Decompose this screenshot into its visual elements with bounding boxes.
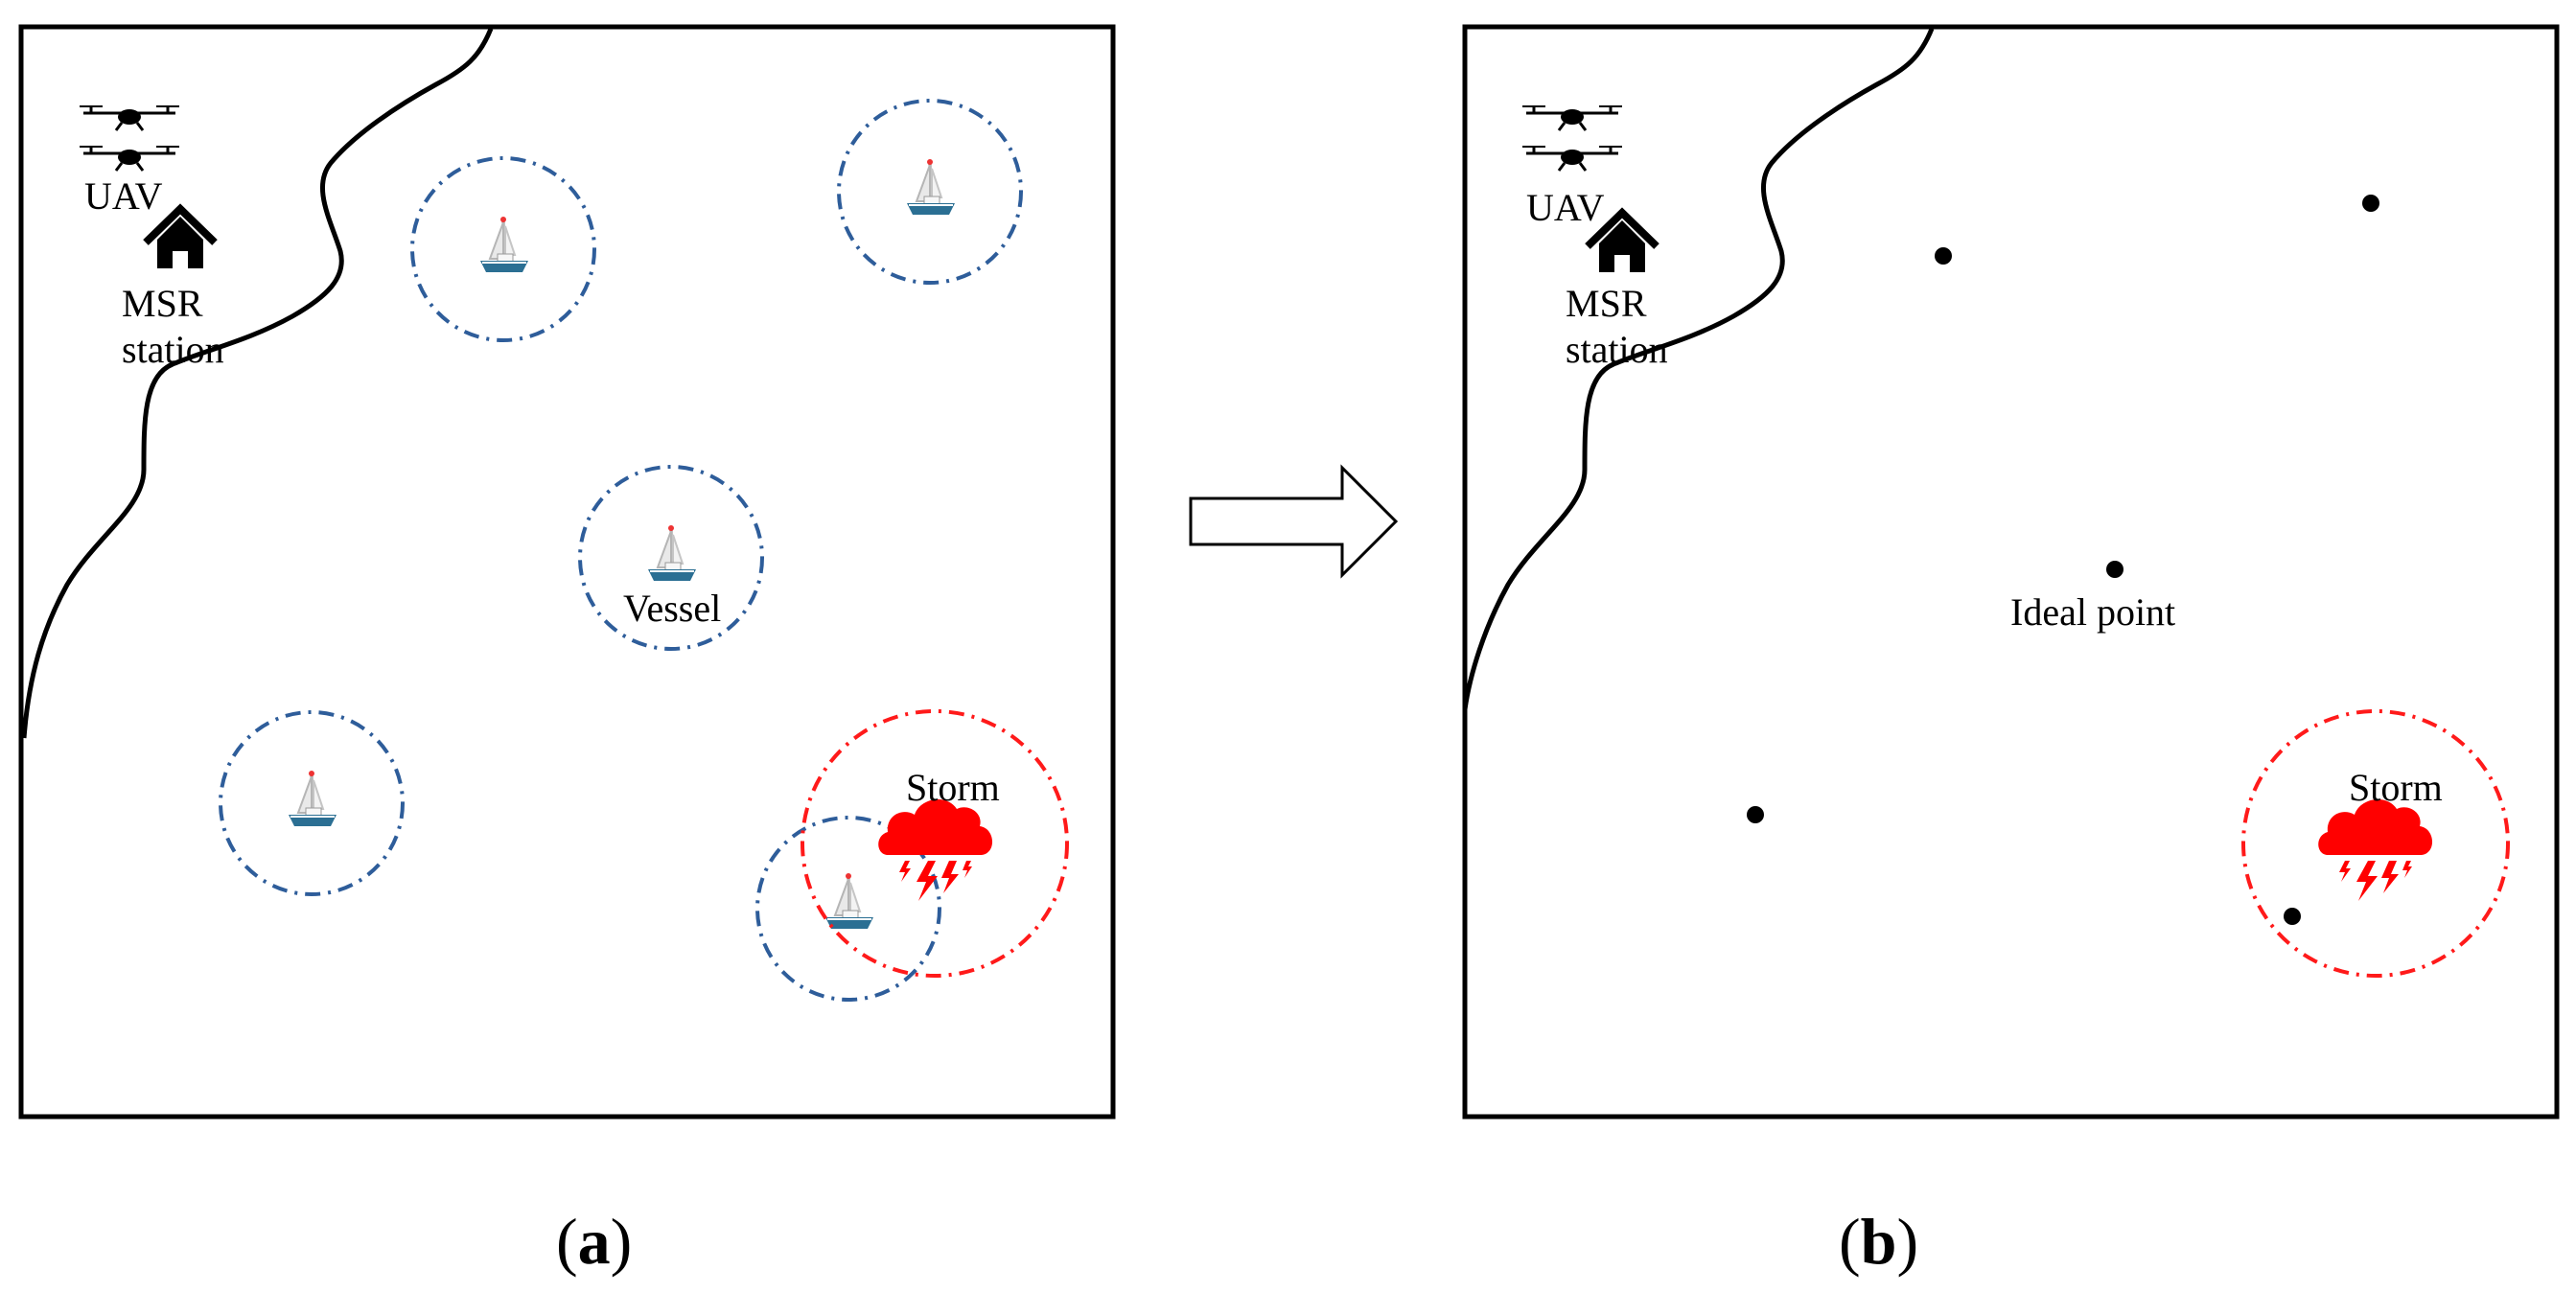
house-icon xyxy=(146,209,215,268)
drone-icon xyxy=(1520,104,1624,132)
msr-label: MSR xyxy=(1566,282,1647,325)
storm-circle xyxy=(2241,709,2510,978)
uav-label: UAV xyxy=(1526,186,1605,229)
right-arrow-icon xyxy=(1189,464,1399,579)
storm-circle xyxy=(801,709,1069,978)
panel-b-coastline xyxy=(1462,28,1935,710)
ideal-point xyxy=(1935,247,1952,265)
boat-icon xyxy=(905,157,957,217)
panel-a-frame xyxy=(18,24,1116,1120)
panel-a: UAV MSR station Vessel Storm (a) xyxy=(18,24,1116,1278)
caption-a: (a) xyxy=(556,1205,632,1278)
vessel-circle xyxy=(755,816,941,1002)
ideal-point xyxy=(2284,908,2301,925)
drone-icon xyxy=(78,104,181,132)
storm-label: Storm xyxy=(906,766,1000,809)
boat-icon xyxy=(824,871,875,931)
panel-a-coastline xyxy=(21,28,494,739)
drone-icon xyxy=(78,145,181,173)
vessel-circle xyxy=(410,156,596,342)
storm-label: Storm xyxy=(2349,766,2443,809)
vessel-circle xyxy=(578,465,764,651)
drone-icon xyxy=(1520,145,1624,173)
caption-b: (b) xyxy=(1839,1205,1918,1278)
boat-icon xyxy=(646,523,698,583)
panel-b: UAV MSR station Ideal point Storm (b) xyxy=(1462,24,2560,1278)
ideal-point-label: Ideal point xyxy=(2010,590,2175,634)
vessel-label: Vessel xyxy=(623,587,721,630)
ideal-point xyxy=(2106,561,2123,578)
vessel-circle xyxy=(837,99,1023,285)
station-label: station xyxy=(1566,328,1668,371)
storm-cloud-icon xyxy=(2318,798,2433,901)
vessel-circle xyxy=(219,710,405,896)
ideal-point xyxy=(1747,806,1764,823)
uav-label: UAV xyxy=(84,174,163,218)
station-label: station xyxy=(122,328,224,371)
panel-b-frame xyxy=(1462,24,2560,1120)
boat-icon xyxy=(287,769,338,828)
msr-label: MSR xyxy=(122,282,203,325)
boat-icon xyxy=(478,215,530,274)
ideal-point xyxy=(2362,195,2379,212)
